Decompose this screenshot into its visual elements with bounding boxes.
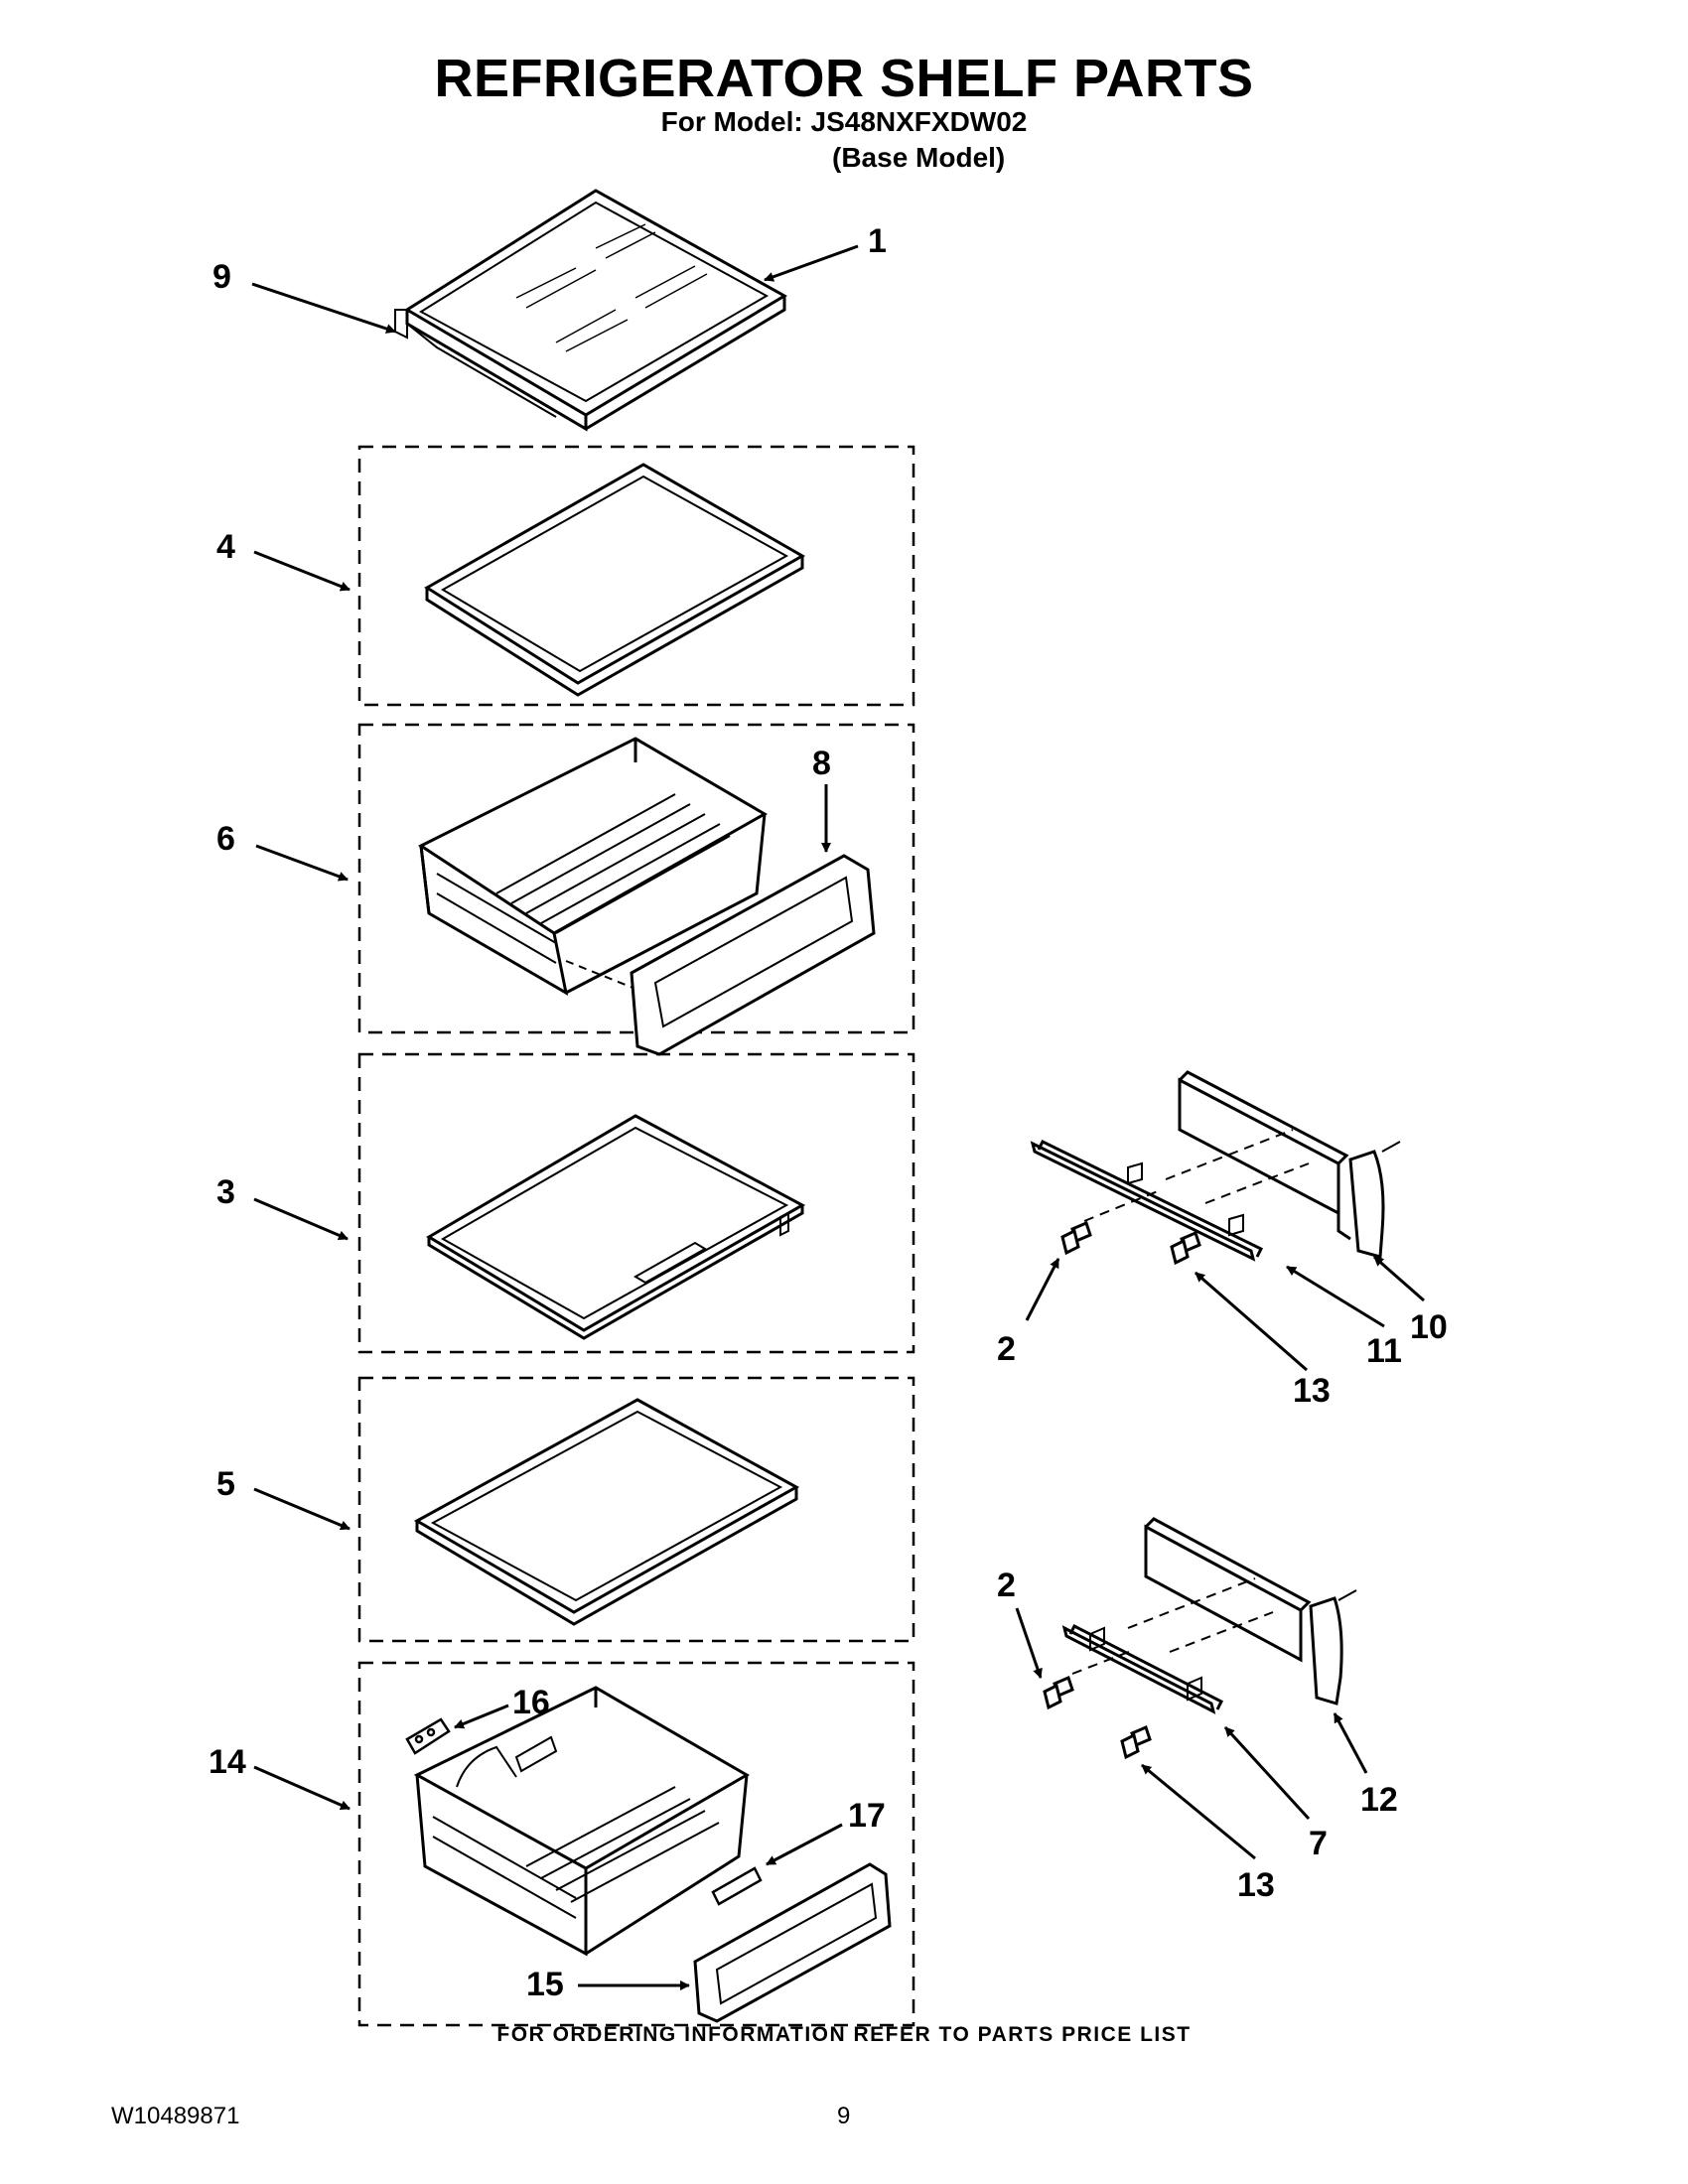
- leader-9: [251, 282, 396, 334]
- leader-7: [1223, 1725, 1311, 1821]
- leader-17: [766, 1823, 843, 1866]
- leader-3: [253, 1197, 349, 1241]
- callout-6: 6: [216, 820, 235, 858]
- leader-5: [253, 1487, 351, 1531]
- deli-front-15-drawing: [693, 1862, 892, 2023]
- callout-8: 8: [812, 745, 831, 782]
- leader-2a: [1025, 1258, 1060, 1321]
- crisper-pan-6-drawing: [417, 737, 769, 996]
- group-box-14: [357, 1661, 915, 2027]
- callout-9: 9: [212, 258, 231, 296]
- callout-12: 12: [1360, 1781, 1398, 1819]
- page-title: REFRIGERATOR SHELF PARTS: [434, 49, 1254, 108]
- page-number: 9: [837, 2103, 851, 2129]
- callout-16: 16: [512, 1684, 550, 1721]
- deli-pan-14-drawing: [413, 1686, 750, 1957]
- leader-2b: [1015, 1607, 1043, 1679]
- callout-11: 11: [1366, 1332, 1402, 1370]
- leader-14: [253, 1765, 351, 1811]
- leader-13b: [1141, 1763, 1256, 1860]
- rail-assembly-lower-drawing: [1043, 1517, 1357, 1760]
- callout-17: 17: [848, 1797, 886, 1835]
- glass-shelf-3-drawing: [426, 1114, 806, 1340]
- callout-2b: 2: [997, 1567, 1016, 1604]
- model-note: (Base Model): [832, 142, 1006, 173]
- callout-13a: 13: [1293, 1372, 1331, 1410]
- leader-13a: [1195, 1271, 1308, 1372]
- callout-2a: 2: [997, 1330, 1016, 1368]
- callout-15: 15: [526, 1966, 564, 2003]
- callout-3: 3: [216, 1173, 235, 1211]
- leader-12: [1333, 1712, 1368, 1774]
- leader-1: [764, 244, 859, 282]
- group-box-4: [357, 445, 915, 707]
- glass-shelf-5-drawing: [413, 1398, 800, 1626]
- callout-5: 5: [216, 1465, 235, 1503]
- top-shelf-drawing: [394, 189, 787, 432]
- rail-assembly-upper-drawing: [1030, 1070, 1401, 1266]
- model-line: For Model: JS48NXFXDW02: [660, 106, 1028, 137]
- callout-14: 14: [209, 1743, 246, 1781]
- deli-label-17-drawing: [711, 1866, 763, 1906]
- ordering-note: FOR ORDERING INFORMATION REFER TO PARTS …: [496, 2023, 1192, 2046]
- leader-10: [1373, 1255, 1425, 1302]
- leader-4: [253, 550, 351, 592]
- callout-13b: 13: [1237, 1866, 1275, 1904]
- leader-11: [1286, 1265, 1385, 1328]
- glass-shelf-4-drawing: [424, 463, 806, 697]
- callout-1: 1: [868, 222, 887, 260]
- callout-4: 4: [216, 528, 235, 566]
- deli-clip-16-drawing: [405, 1717, 451, 1755]
- group-box-3: [357, 1052, 915, 1354]
- document-id: W10489871: [111, 2103, 240, 2129]
- group-box-6: [357, 723, 915, 1034]
- callout-10: 10: [1410, 1308, 1448, 1346]
- callout-7: 7: [1309, 1825, 1328, 1862]
- crisper-front-8-drawing: [630, 854, 876, 1056]
- leader-16: [454, 1704, 509, 1729]
- leader-6: [255, 844, 349, 882]
- group-box-5: [357, 1376, 915, 1643]
